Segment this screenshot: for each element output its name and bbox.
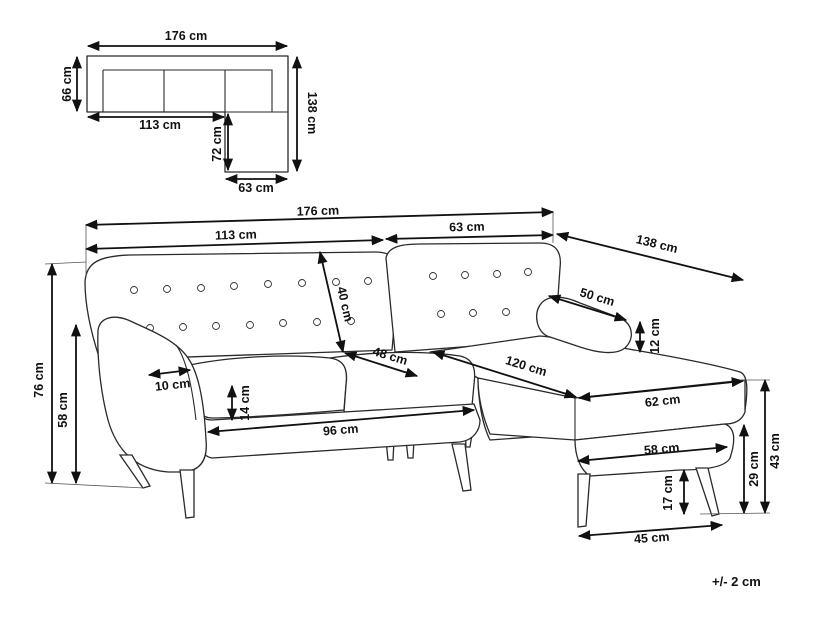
- seat-width-label: 96 cm: [322, 422, 358, 439]
- chaise-front-width-label: 62 cm: [644, 392, 681, 410]
- front-dimension-lines: [44, 207, 771, 541]
- plan-total-width-label: 176 cm: [165, 29, 207, 43]
- chaise-height-label: 43 cm: [768, 433, 782, 468]
- chaise-backrest: [385, 242, 562, 353]
- seat-height-label: 29 cm: [747, 451, 761, 486]
- plan-depth-label: 66 cm: [60, 66, 74, 101]
- arm-height-label: 58 cm: [56, 392, 70, 427]
- plan-view: 176 cm 66 cm 113 cm 72 cm 63 cm 138 cm: [60, 29, 319, 195]
- tolerance-note: +/- 2 cm: [712, 574, 761, 589]
- chaise-base-width-label: 58 cm: [643, 440, 680, 457]
- plan-chaise-length-label: 138 cm: [305, 92, 319, 134]
- front-total-width-label: 176 cm: [296, 203, 339, 218]
- front-sofa-width-label: 113 cm: [215, 227, 257, 242]
- total-height-label: 76 cm: [32, 362, 46, 397]
- left-armrest: [97, 316, 207, 473]
- arm-width-label: 10 cm: [154, 376, 191, 394]
- plan-dimensions: [71, 40, 303, 185]
- front-chaise-length-label: 138 cm: [635, 232, 680, 256]
- plan-chaise-width-label: 63 cm: [238, 181, 273, 195]
- cushion-thickness-label: 14 cm: [238, 385, 252, 420]
- leg-height-label: 17 cm: [661, 475, 675, 510]
- plan-outline: [86, 55, 289, 173]
- leg-spacing-label: 45 cm: [634, 530, 670, 546]
- plan-chaise-extra-label: 72 cm: [210, 126, 224, 161]
- backrest-buttons: [130, 268, 532, 332]
- pillow-height-label: 12 cm: [648, 318, 662, 353]
- front-chaise-width-label: 63 cm: [449, 220, 485, 235]
- plan-sofa-width-label: 113 cm: [139, 118, 181, 132]
- seat-cushion-left: [184, 355, 348, 419]
